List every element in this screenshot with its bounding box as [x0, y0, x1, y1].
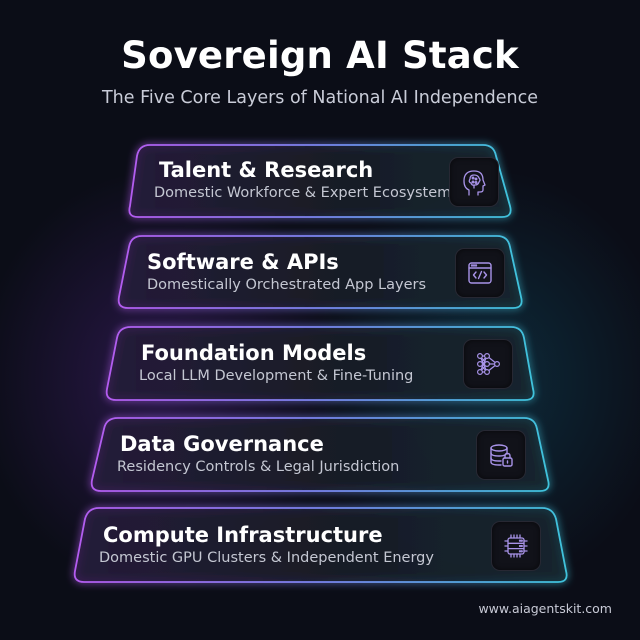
neural-network-icon	[476, 352, 501, 376]
layer-title: Talent & Research	[159, 158, 374, 182]
chip-server-icon	[504, 534, 528, 558]
layer-talent-research: Talent & Research Domestic Workforce & E…	[154, 158, 451, 201]
layer-description: Domestic Workforce & Expert Ecosystem	[154, 185, 452, 201]
layer-title: Software & APIs	[147, 250, 339, 274]
footer-url: www.aiagentskit.com	[478, 601, 612, 616]
layer-compute-infrastructure: Compute Infrastructure Domestic GPU Clus…	[99, 523, 434, 566]
layer-panel-1	[128, 144, 512, 218]
layer-title: Foundation Models	[141, 341, 367, 365]
layer-panel-4	[90, 417, 550, 492]
layer-panel-2	[117, 235, 523, 309]
page-title: Sovereign AI Stack	[121, 34, 519, 77]
layer-icon-box	[455, 248, 505, 298]
layer-data-governance: Data Governance Residency Controls & Leg…	[117, 432, 400, 475]
layer-icon-box	[476, 430, 526, 480]
layer-icon-box	[491, 521, 541, 571]
page-subtitle: The Five Core Layers of National AI Inde…	[101, 88, 539, 108]
layer-panel-3	[105, 326, 535, 401]
layer-description: Domestic GPU Clusters & Independent Ener…	[99, 550, 434, 566]
layer-description: Residency Controls & Legal Jurisdiction	[117, 459, 400, 475]
layer-software-apis: Software & APIs Domestically Orchestrate…	[147, 250, 426, 293]
layer-description: Local LLM Development & Fine-Tuning	[139, 368, 414, 384]
layer-title: Data Governance	[120, 432, 324, 456]
code-window-icon	[468, 262, 492, 284]
layer-icon-box	[463, 339, 513, 389]
layer-description: Domestically Orchestrated App Layers	[147, 277, 427, 293]
layer-foundation-models: Foundation Models Local LLM Development …	[139, 341, 414, 384]
layer-icon-box	[449, 157, 499, 207]
layer-title: Compute Infrastructure	[103, 523, 383, 547]
database-lock-icon	[490, 444, 513, 467]
brain-head-icon	[463, 170, 486, 196]
layer-panel-5	[73, 507, 568, 583]
